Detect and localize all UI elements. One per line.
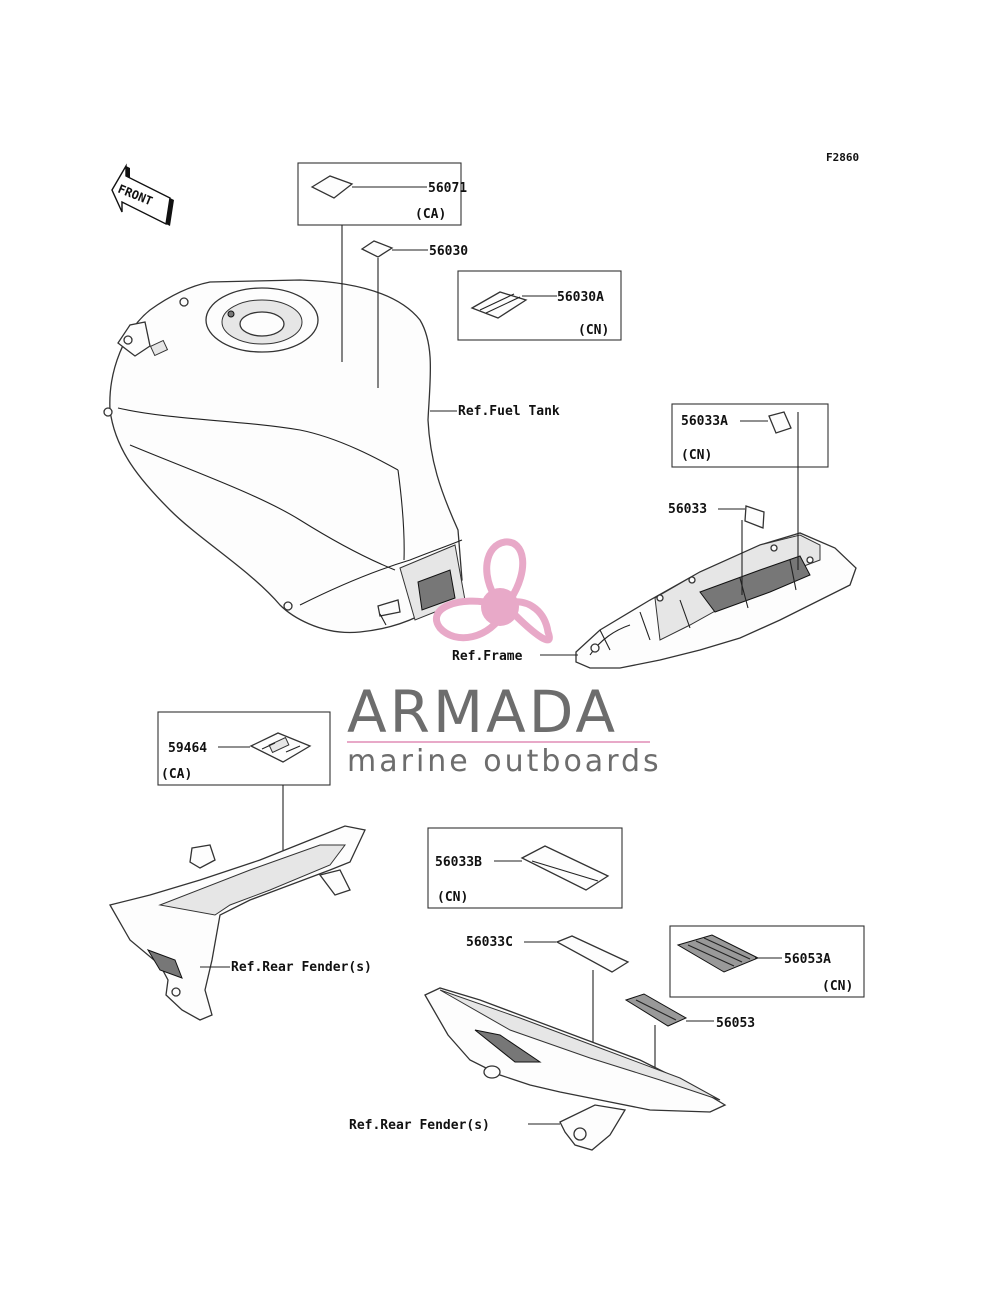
fuel-tank-illustration xyxy=(103,279,466,634)
callout-box-56033B xyxy=(427,827,623,909)
decal-56053A-icon xyxy=(676,934,760,973)
ref-fuel-tank-label: Ref.Fuel Tank xyxy=(458,404,560,419)
part-number-56053: 56053 xyxy=(716,1016,755,1031)
region-code-56033A: (CN) xyxy=(681,448,712,463)
rear-fender-right-illustration xyxy=(424,987,727,1151)
part-number-56033: 56033 xyxy=(668,502,707,517)
armada-watermark: ARMADA marine outboards xyxy=(347,538,662,779)
region-code-56030A: (CN) xyxy=(578,323,609,338)
region-code-56053A: (CN) xyxy=(822,979,853,994)
rear-fender-left-illustration xyxy=(109,825,366,1021)
part-number-59464: 59464 xyxy=(168,741,207,756)
decal-56033B-icon xyxy=(520,845,610,891)
propeller-logo-icon xyxy=(433,538,553,644)
decal-56030A-icon xyxy=(470,291,528,319)
region-code-59464: (CA) xyxy=(161,767,192,782)
callout-box-56030A xyxy=(457,270,622,341)
part-number-56071: 56071 xyxy=(428,181,467,196)
decal-59464-icon xyxy=(249,732,312,763)
watermark-brand: ARMADA xyxy=(347,678,618,746)
part-number-56030A: 56030A xyxy=(557,290,604,305)
region-code-56071: (CA) xyxy=(415,207,446,222)
callout-box-56071 xyxy=(297,162,462,226)
decal-56033A-icon xyxy=(768,411,792,434)
figure-code: F2860 xyxy=(826,151,859,164)
callout-box-56033A xyxy=(671,403,829,468)
part-number-56033B: 56033B xyxy=(435,855,482,870)
part-number-56053A: 56053A xyxy=(784,952,831,967)
watermark-tagline: marine outboards xyxy=(347,744,662,779)
decal-56030-icon xyxy=(360,240,394,258)
decal-56033C-icon xyxy=(555,935,630,973)
frame-illustration xyxy=(575,532,857,669)
part-number-56030: 56030 xyxy=(429,244,468,259)
callout-box-59464 xyxy=(157,711,331,786)
part-number-56033C: 56033C xyxy=(466,935,513,950)
part-number-56033A: 56033A xyxy=(681,414,728,429)
ref-rear-fender-label-2: Ref.Rear Fender(s) xyxy=(349,1118,490,1133)
decal-56071-icon xyxy=(310,175,354,199)
ref-frame-label: Ref.Frame xyxy=(452,649,523,664)
front-direction-arrow-icon: FRONT xyxy=(111,163,174,226)
ref-rear-fender-label-1: Ref.Rear Fender(s) xyxy=(231,960,372,975)
decal-56053-icon xyxy=(624,993,688,1027)
decal-56033-icon xyxy=(744,505,765,529)
callout-box-56053A xyxy=(669,925,865,998)
region-code-56033B: (CN) xyxy=(437,890,468,905)
